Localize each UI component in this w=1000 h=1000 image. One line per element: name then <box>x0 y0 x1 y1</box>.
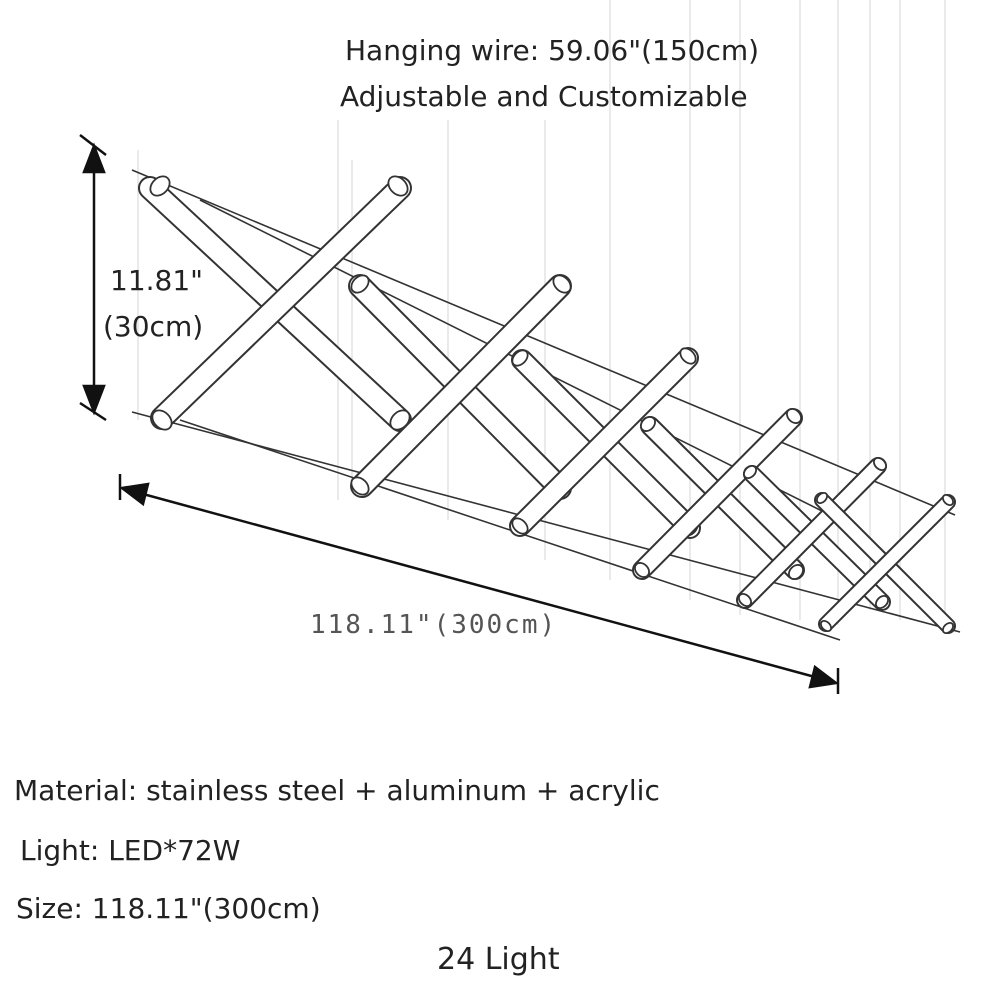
tube-pair-1 <box>138 175 412 432</box>
tube-pairs <box>138 175 956 634</box>
hanging-wire-label: Hanging wire: 59.06"(150cm) <box>345 34 760 67</box>
rails <box>131 169 961 641</box>
tube-pair-4 <box>632 408 805 580</box>
length-dimension-arrow <box>118 474 840 694</box>
size-spec: Size: 118.11"(300cm) <box>16 892 321 925</box>
light-spec: Light: LED*72W <box>20 834 241 867</box>
adjustable-label: Adjustable and Customizable <box>340 80 748 113</box>
tube-pair-3 <box>509 347 701 539</box>
height-dimension-arrow <box>79 134 107 422</box>
height-cm-label: (30cm) <box>103 310 204 343</box>
height-inches-label: 11.81" <box>110 264 204 297</box>
material-spec: Material: stainless steel + aluminum + a… <box>14 774 660 807</box>
light-count: 24 Light <box>437 942 560 977</box>
length-label: 118.11"(300cm) <box>310 610 558 640</box>
tube-pair-6 <box>814 492 956 634</box>
tube-pair-2 <box>348 274 572 500</box>
